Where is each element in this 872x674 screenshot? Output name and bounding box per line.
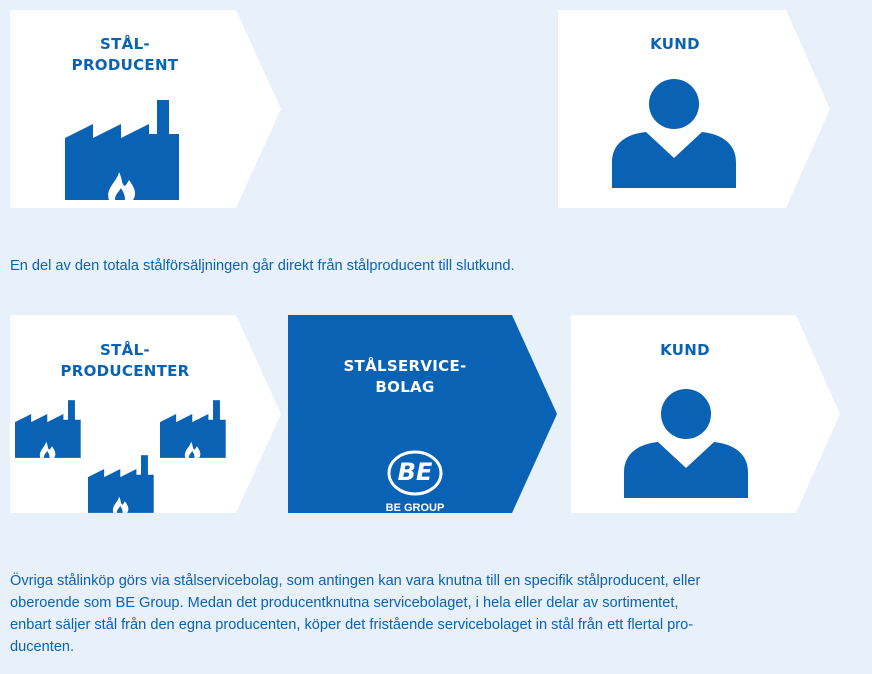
- be-group-logo: BE BE GROUP: [385, 449, 445, 519]
- row2-caption-line2: oberoende som BE Group. Medan det produc…: [10, 595, 679, 611]
- be-logo-caption: BE GROUP: [385, 502, 445, 514]
- row2-customer-label: KUND: [660, 341, 710, 359]
- row2-service-label-line1: STÅLSERVICE-: [343, 357, 467, 375]
- row2-producers-label-line2: PRODUCENTER: [60, 362, 190, 380]
- row1-producer-label: STÅL- PRODUCENT: [40, 34, 210, 76]
- person-icon: [624, 389, 748, 498]
- be-logo-mark: [387, 450, 443, 496]
- factory-icon: [88, 455, 154, 513]
- row2-producers-label-line1: STÅL-: [100, 341, 150, 359]
- row2-caption-line1: Övriga stålinköp görs via stålservicebol…: [10, 573, 701, 589]
- row1-customer-label: KUND: [650, 35, 700, 53]
- row2-caption: Övriga stålinköp görs via stålservicebol…: [10, 570, 870, 658]
- row2-service-panel: [288, 315, 557, 513]
- factory-icon: [65, 100, 179, 200]
- be-logo-letters: BE: [397, 458, 433, 486]
- factory-icon: [160, 400, 226, 458]
- row2-service-label-line2: BOLAG: [375, 378, 435, 396]
- row1-producer-label-line2: PRODUCENT: [71, 56, 179, 74]
- row2-caption-line4: ducenten.: [10, 639, 75, 655]
- row2-caption-line3: enbart säljer stål från den egna produce…: [10, 617, 694, 633]
- row2-producers-label: STÅL- PRODUCENTER: [40, 340, 210, 382]
- person-icon: [612, 79, 736, 188]
- row2-service-label: STÅLSERVICE- BOLAG: [330, 356, 480, 398]
- factory-icon: [15, 400, 81, 458]
- row2-producers-panel: [10, 315, 281, 513]
- row1-caption: En del av den totala stålförsäljningen g…: [10, 258, 515, 274]
- row1-producer-label-line1: STÅL-: [100, 35, 150, 53]
